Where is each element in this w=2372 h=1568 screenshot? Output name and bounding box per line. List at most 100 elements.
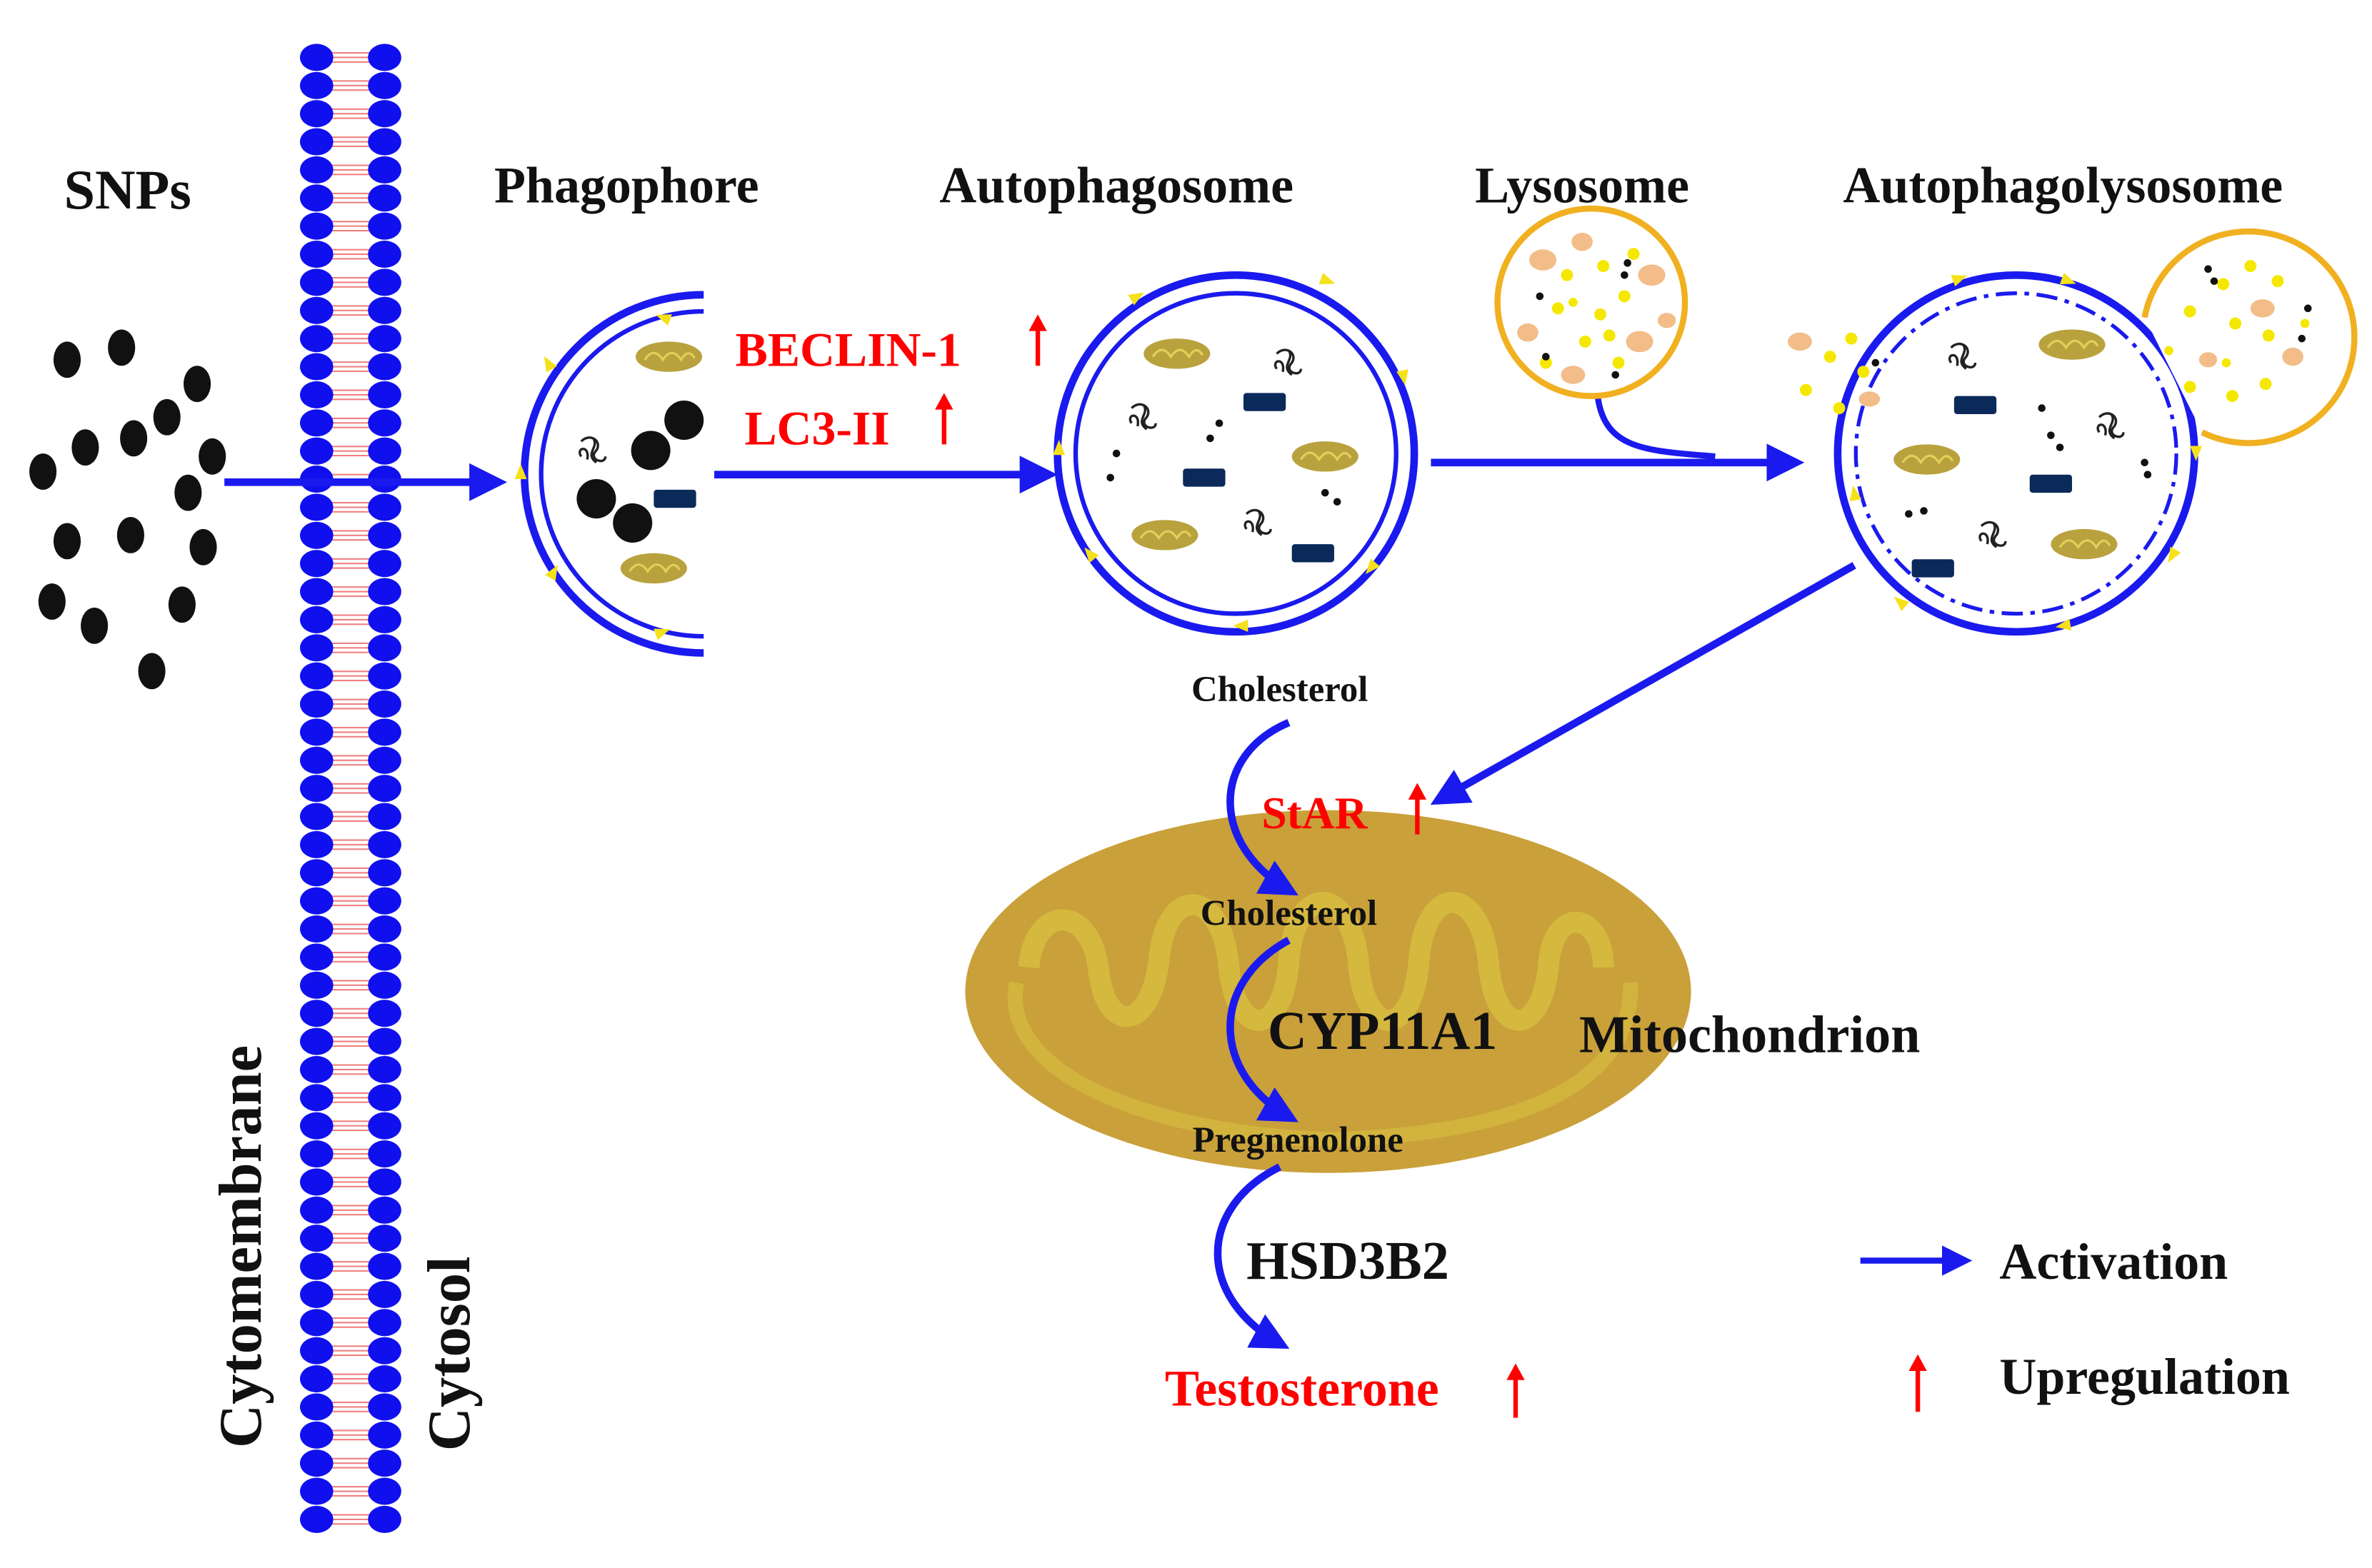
membrane-bead: [299, 493, 334, 521]
membrane-bead: [368, 437, 401, 465]
membrane-bead: [299, 971, 334, 999]
membrane-bead: [299, 1280, 334, 1308]
membrane-bead: [299, 1027, 334, 1055]
membrane-bead: [368, 550, 401, 578]
membrane-bead: [299, 1449, 334, 1477]
label-snps: SNPs: [64, 159, 191, 221]
membrane-bead: [299, 184, 334, 212]
legend: Activation Upregulation: [1860, 1233, 2290, 1405]
membrane-bead: [299, 1084, 334, 1112]
membrane-bead: [368, 1112, 401, 1140]
membrane-bead: [299, 128, 334, 156]
membrane-bead: [299, 44, 334, 71]
membrane-bead: [368, 718, 401, 746]
membrane-bead: [368, 268, 401, 296]
autophagolysosome: [1788, 269, 2203, 636]
membrane-bead: [299, 1337, 334, 1365]
membrane-bead: [368, 381, 401, 408]
membrane-bead: [299, 1365, 334, 1393]
membrane-bead: [299, 156, 334, 184]
membrane-bead: [368, 690, 401, 718]
membrane-bead: [299, 605, 334, 633]
membrane-bead: [299, 409, 334, 437]
membrane-bead: [299, 634, 334, 662]
membrane-bead: [299, 578, 334, 605]
membrane-bead: [299, 943, 334, 971]
membrane-bead: [299, 1112, 334, 1140]
membrane-bead: [368, 1421, 401, 1449]
membrane-bead: [368, 634, 401, 662]
membrane-bead: [368, 830, 401, 858]
membrane-bead: [368, 859, 401, 887]
membrane-bead: [299, 1505, 334, 1533]
membrane-bead: [299, 296, 334, 324]
membrane-bead: [299, 1309, 334, 1337]
membrane-bead: [299, 746, 334, 774]
fused-lysosome: [2141, 228, 2358, 446]
membrane-bead: [368, 746, 401, 774]
membrane-bead: [299, 241, 334, 268]
label-cholesterol-outer: Cholesterol: [1191, 669, 1368, 709]
membrane-bead: [368, 128, 401, 156]
membrane-bead: [368, 1000, 401, 1027]
membrane-bead: [368, 1309, 401, 1337]
label-hsd3b2: HSD3B2: [1246, 1231, 1449, 1291]
snp-particles: [29, 329, 226, 690]
label-testosterone: Testosterone: [1165, 1360, 1439, 1417]
membrane-bead: [368, 184, 401, 212]
membrane-bead: [299, 1140, 334, 1168]
membrane-bead: [368, 296, 401, 324]
membrane-bead: [299, 1252, 334, 1280]
membrane-bead: [368, 71, 401, 99]
membrane-bead: [299, 859, 334, 887]
label-pregnenolone: Pregnenolone: [1192, 1120, 1403, 1160]
membrane-bead: [368, 1225, 401, 1252]
label-cyp11a1: CYP11A1: [1268, 1001, 1498, 1061]
membrane-bead: [368, 212, 401, 240]
label-star: StAR: [1261, 788, 1368, 838]
label-cholesterol-inner: Cholesterol: [1201, 893, 1377, 933]
membrane-bead: [299, 775, 334, 803]
membrane-bead: [368, 1196, 401, 1224]
membrane-bead: [299, 803, 334, 830]
membrane-bead: [299, 1477, 334, 1505]
curve-arrow-hsd3b2: [1213, 1163, 1290, 1350]
lysosome-fusion-line: [1594, 392, 1716, 460]
membrane-bead: [368, 915, 401, 943]
membrane-bead: [368, 1365, 401, 1393]
membrane-bead: [368, 325, 401, 353]
label-cytomembrane: Cytomembrane: [208, 1045, 274, 1448]
membrane-bead: [299, 690, 334, 718]
membrane-bead: [368, 353, 401, 381]
membrane-bead: [368, 241, 401, 268]
curve-arrow-cholesterol-import: [1226, 719, 1298, 896]
membrane-bead: [368, 971, 401, 999]
membrane-bead: [368, 803, 401, 830]
membrane-bead: [368, 1140, 401, 1168]
membrane-bead: [368, 1449, 401, 1477]
membrane-bead: [299, 381, 334, 408]
membrane-bead: [368, 1027, 401, 1055]
label-mitochondrion: Mitochondrion: [1579, 1005, 1920, 1064]
membrane-bead: [299, 1393, 334, 1421]
label-phagophore: Phagophore: [494, 157, 759, 214]
membrane-bead: [368, 1477, 401, 1505]
autophagosome: [1053, 271, 1418, 636]
mitochondrion: [965, 810, 1691, 1173]
membrane-bead: [368, 1084, 401, 1112]
membrane-bead: [299, 1421, 334, 1449]
membrane-bead: [368, 1252, 401, 1280]
membrane-bead: [299, 521, 334, 549]
membrane-bead: [299, 212, 334, 240]
membrane-bead: [368, 662, 401, 690]
membrane-bead: [368, 605, 401, 633]
membrane-bead: [299, 1000, 334, 1027]
membrane-bead: [368, 409, 401, 437]
membrane-bead: [299, 662, 334, 690]
membrane-bead: [299, 1196, 334, 1224]
membrane-bead: [368, 1280, 401, 1308]
membrane-bead: [299, 550, 334, 578]
curve-arrow-cyp11a1: [1226, 937, 1298, 1122]
label-beclin1: BECLIN-1: [736, 323, 961, 376]
membrane-bead: [368, 943, 401, 971]
